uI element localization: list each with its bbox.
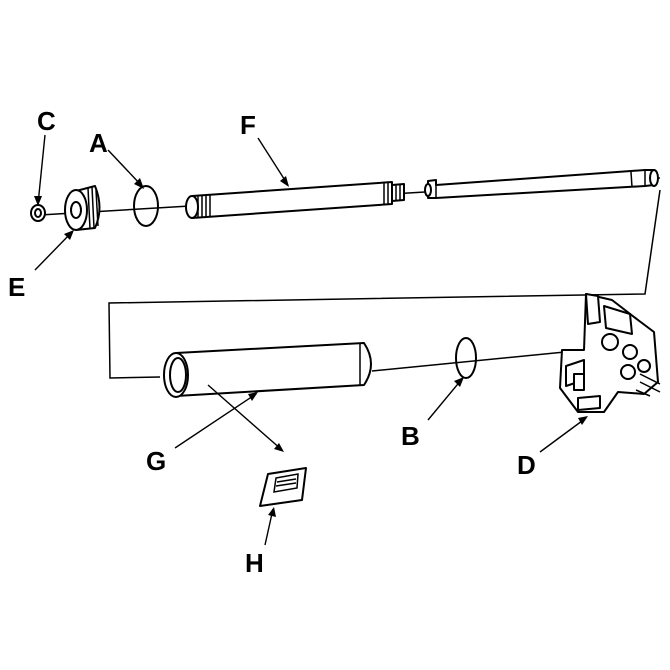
callout-h: H: [245, 548, 264, 578]
leader-g-to-h-arrowhead: [274, 443, 284, 452]
part-d-valve-body: [559, 293, 661, 413]
leader-h-arrowhead: [268, 507, 276, 517]
callout-a: A: [89, 128, 108, 158]
part-b-o-ring: [455, 337, 477, 379]
leader-c-arrowhead: [34, 196, 42, 206]
callout-c: C: [37, 106, 56, 136]
leader-e-arrowhead: [64, 230, 74, 240]
part-e-cap-nut: [64, 185, 101, 231]
part-g-large-tube: [163, 342, 372, 398]
leader-b-arrowhead: [454, 377, 464, 387]
part-a-o-ring: [133, 185, 159, 227]
leader-a: [107, 149, 143, 187]
leader-a-arrowhead: [134, 178, 144, 189]
leader-d-arrowhead: [578, 416, 588, 425]
leader-e: [34, 231, 73, 271]
callout-f: F: [240, 110, 256, 140]
leader-b: [427, 378, 463, 421]
callout-d: D: [517, 450, 536, 480]
callout-g: G: [146, 446, 166, 476]
part-h-label: [259, 467, 307, 507]
leader-d: [539, 417, 587, 453]
assembly-guide-loop: [108, 189, 661, 379]
lower-assembly-axis: [371, 349, 586, 372]
leader-g-arrowhead: [248, 392, 258, 401]
part-f-threaded-tube: [185, 181, 405, 219]
leader-f: [257, 137, 289, 186]
long-rod: [424, 169, 659, 199]
callout-e: E: [8, 272, 25, 302]
leader-g: [174, 393, 257, 449]
leader-f-arrowhead: [280, 176, 289, 187]
callout-b: B: [401, 421, 420, 451]
part-c-washer: [30, 204, 46, 222]
leader-g-to-h: [207, 384, 283, 451]
leader-c: [37, 134, 46, 205]
